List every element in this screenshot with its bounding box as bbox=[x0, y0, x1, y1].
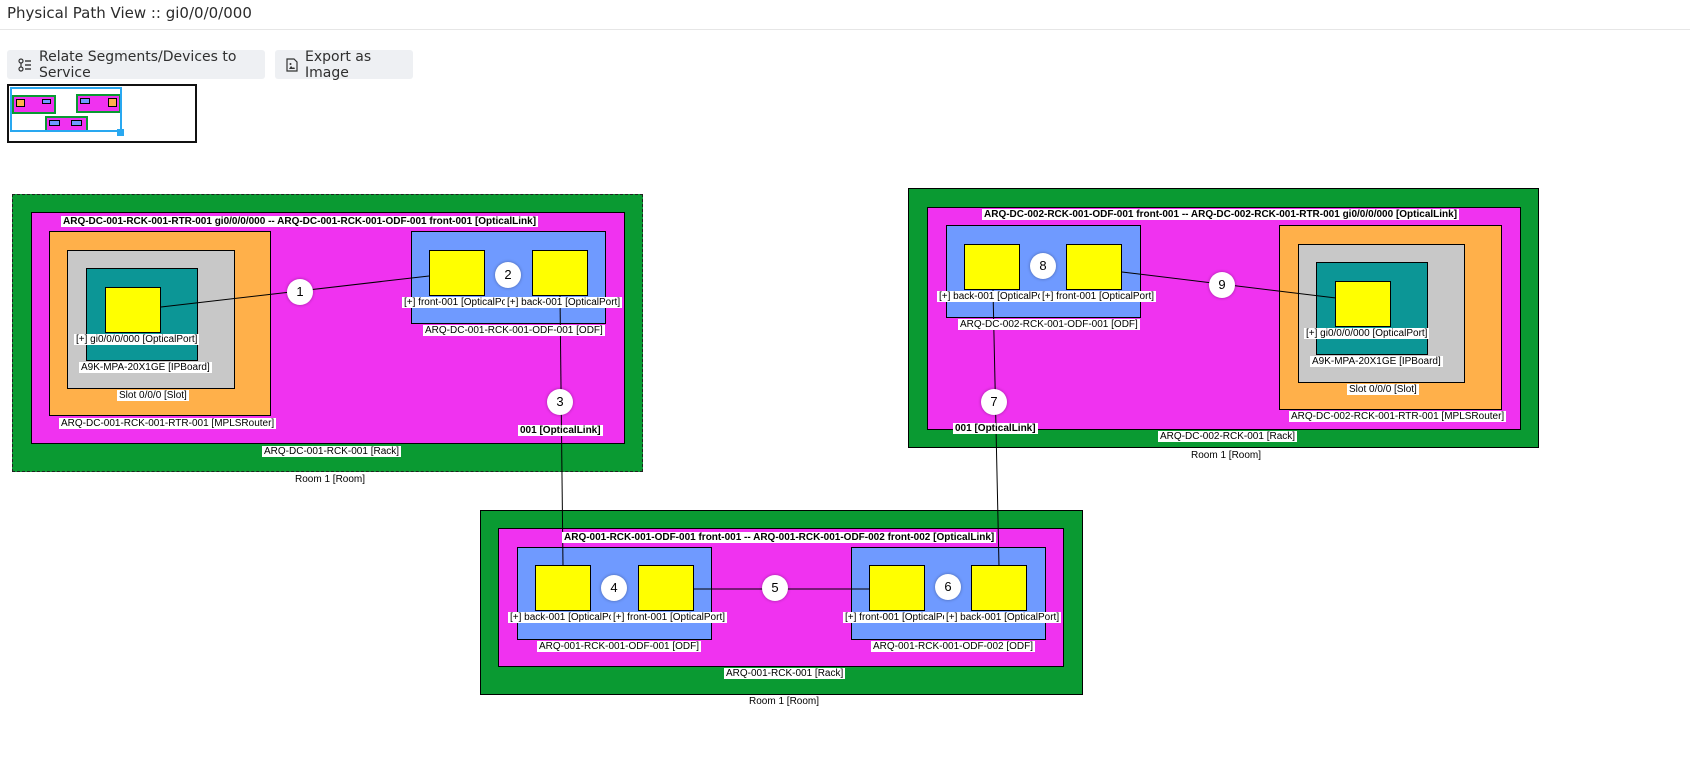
room-label: Room 1 [Room] bbox=[749, 696, 820, 707]
segment-marker-8[interactable]: 8 bbox=[1030, 253, 1056, 279]
slot-label: Slot 0/0/0 [Slot] bbox=[1347, 384, 1419, 395]
optical-port[interactable] bbox=[535, 565, 591, 611]
port-label: [+] gi0/0/0/000 [OpticalPort] bbox=[74, 334, 200, 345]
optical-port[interactable] bbox=[971, 565, 1027, 611]
optical-port[interactable] bbox=[105, 287, 161, 333]
port-label: [+] back-001 [OpticalPort] bbox=[937, 291, 1055, 302]
export-image-button[interactable]: Export as Image bbox=[275, 48, 413, 81]
segment-marker-2[interactable]: 2 bbox=[495, 262, 521, 288]
port-label: [+] front-001 [OpticalPort] bbox=[402, 297, 518, 308]
optical-port[interactable] bbox=[1335, 281, 1391, 327]
odf-label: ARQ-001-RCK-001-ODF-001 [ODF] bbox=[537, 641, 702, 652]
link-title: ARQ-DC-002-RCK-001-ODF-001 front-001 -- … bbox=[982, 209, 1460, 220]
page-title: Physical Path View :: gi0/0/0/000 bbox=[7, 4, 252, 22]
board-label: A9K-MPA-20X1GE [IPBoard] bbox=[79, 362, 212, 373]
router-label: ARQ-DC-002-RCK-001-RTR-001 [MPLSRouter] bbox=[1289, 411, 1507, 422]
link-label: 001 [OpticalLink] bbox=[953, 423, 1038, 434]
segment-marker-9[interactable]: 9 bbox=[1209, 272, 1235, 298]
optical-port[interactable] bbox=[638, 565, 694, 611]
relate-segments-label: Relate Segments/Devices to Service bbox=[39, 48, 237, 81]
overview-viewport[interactable] bbox=[10, 87, 122, 132]
relate-segments-button[interactable]: Relate Segments/Devices to Service bbox=[7, 48, 265, 81]
odf-label: ARQ-001-RCK-001-ODF-002 [ODF] bbox=[871, 641, 1036, 652]
router-label: ARQ-DC-001-RCK-001-RTR-001 [MPLSRouter] bbox=[59, 418, 277, 429]
port-label: [+] back-001 [OpticalPort] bbox=[944, 612, 1062, 623]
optical-port[interactable] bbox=[429, 250, 485, 296]
link-label: 001 [OpticalLink] bbox=[518, 425, 603, 436]
odf-label: ARQ-DC-002-RCK-001-ODF-001 [ODF] bbox=[958, 319, 1140, 330]
port-label: [+] gi0/0/0/000 [OpticalPort] bbox=[1304, 328, 1430, 339]
rack-label: ARQ-001-RCK-001 [Rack] bbox=[724, 668, 846, 679]
room-label: Room 1 [Room] bbox=[1191, 450, 1262, 461]
segment-marker-4[interactable]: 4 bbox=[601, 575, 627, 601]
port-label: [+] back-001 [OpticalPort] bbox=[505, 297, 623, 308]
export-image-label: Export as Image bbox=[305, 48, 372, 81]
file-image-icon bbox=[286, 57, 298, 72]
port-label: [+] back-001 [OpticalPort] bbox=[508, 612, 626, 623]
title-divider bbox=[0, 29, 1690, 30]
segment-marker-5[interactable]: 5 bbox=[762, 575, 788, 601]
slot-label: Slot 0/0/0 [Slot] bbox=[117, 390, 189, 401]
optical-port[interactable] bbox=[869, 565, 925, 611]
link-title: ARQ-001-RCK-001-ODF-001 front-001 -- ARQ… bbox=[562, 532, 997, 543]
odf-label: ARQ-DC-001-RCK-001-ODF-001 [ODF] bbox=[423, 325, 605, 336]
list-relate-icon bbox=[18, 57, 32, 72]
link-title: ARQ-DC-001-RCK-001-RTR-001 gi0/0/0/000 -… bbox=[61, 216, 539, 227]
diagram-overview[interactable] bbox=[7, 84, 197, 143]
optical-port[interactable] bbox=[532, 250, 588, 296]
segment-marker-3[interactable]: 3 bbox=[547, 389, 573, 415]
segment-marker-6[interactable]: 6 bbox=[935, 574, 961, 600]
board-label: A9K-MPA-20X1GE [IPBoard] bbox=[1310, 356, 1443, 367]
rack-label: ARQ-DC-002-RCK-001 [Rack] bbox=[1158, 431, 1298, 442]
rack-label: ARQ-DC-001-RCK-001 [Rack] bbox=[262, 446, 402, 457]
segment-marker-1[interactable]: 1 bbox=[287, 279, 313, 305]
port-label: [+] front-001 [OpticalPort] bbox=[843, 612, 959, 623]
overview-resize-handle[interactable] bbox=[117, 129, 124, 136]
segment-marker-7[interactable]: 7 bbox=[981, 389, 1007, 415]
optical-port[interactable] bbox=[1066, 244, 1122, 290]
room-label: Room 1 [Room] bbox=[295, 474, 366, 485]
optical-port[interactable] bbox=[964, 244, 1020, 290]
port-label: [+] front-001 [OpticalPort] bbox=[1040, 291, 1156, 302]
port-label: [+] front-001 [OpticalPort] bbox=[611, 612, 727, 623]
